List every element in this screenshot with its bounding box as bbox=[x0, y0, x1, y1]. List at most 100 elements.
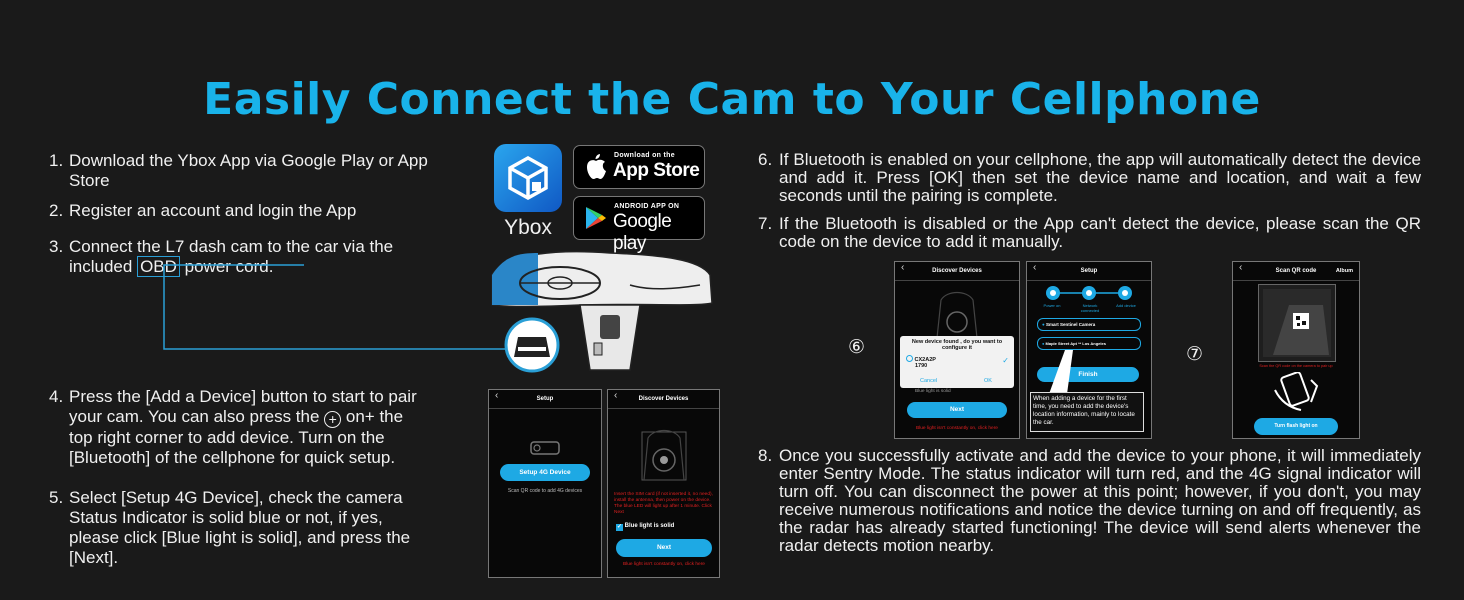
dashcam-icon bbox=[530, 441, 560, 455]
step-text: Connect the L7 dash cam to the car via t… bbox=[69, 237, 393, 277]
scan-phone-icon bbox=[1274, 372, 1319, 411]
car-dashboard-illustration bbox=[163, 250, 713, 373]
screen-title: Setup bbox=[489, 390, 601, 409]
screen-title: Discover Devices bbox=[895, 262, 1019, 281]
step-line: Register an account and login the App bbox=[69, 201, 357, 220]
circle-label-6: ⑥ bbox=[848, 337, 866, 358]
step-line: top right corner to add device. Turn on … bbox=[69, 428, 385, 447]
step-number: 8. bbox=[758, 446, 773, 465]
store-big-text: App Store bbox=[613, 160, 700, 181]
step-number: 4. bbox=[49, 387, 64, 406]
store-big-text: Google play bbox=[613, 211, 672, 254]
screen-title: Setup bbox=[1027, 262, 1151, 281]
back-arrow-icon[interactable]: ‹ bbox=[1239, 262, 1243, 273]
checkbox-label[interactable]: Blue light is solid bbox=[915, 389, 951, 394]
store-small-text: ANDROID APP ON bbox=[614, 203, 680, 210]
camera-device-icon bbox=[641, 429, 687, 481]
back-arrow-icon[interactable]: ‹ bbox=[1033, 262, 1037, 273]
radio-icon bbox=[906, 355, 913, 362]
step-text: If Bluetooth is enabled on your cellphon… bbox=[779, 150, 1421, 205]
phone-screen-discover: Discover Devices ‹ Insert the SIM card (… bbox=[607, 389, 720, 578]
step-number: 5. bbox=[49, 488, 64, 507]
step-2: 2. Register an account and login the App bbox=[49, 201, 489, 223]
back-arrow-icon[interactable]: ‹ bbox=[495, 390, 499, 401]
step-4: 4. Press the [Add a Device] button to st… bbox=[49, 387, 489, 469]
device-found-dialog: New device found , do you want to config… bbox=[900, 336, 1014, 388]
device-name-field[interactable]: ● Smart Sentinel Camera bbox=[1037, 318, 1141, 331]
step-number: 7. bbox=[758, 214, 773, 233]
cancel-button[interactable]: Cancel bbox=[920, 378, 938, 384]
checkbox-icon: ✓ bbox=[616, 524, 623, 531]
step-line: [Bluetooth] of the cellphone for quick s… bbox=[69, 448, 396, 467]
blue-light-checkbox[interactable]: ✓ Blue light is solid bbox=[616, 523, 674, 531]
step-line: Connect the L7 dash cam to the car via t… bbox=[69, 237, 394, 256]
store-small-text: Download on the bbox=[614, 152, 675, 159]
back-arrow-icon[interactable]: ‹ bbox=[901, 262, 905, 273]
plus-icon: + bbox=[324, 411, 342, 428]
step-line: Press the [Add a Device] button to start… bbox=[69, 387, 417, 406]
progress-steps bbox=[1046, 286, 1132, 300]
step-line: included OBD power cord. bbox=[69, 256, 274, 277]
step-line: Store bbox=[69, 171, 110, 190]
flash-light-button[interactable]: Turn flash light on bbox=[1254, 418, 1338, 435]
step-line: your cam. You can also press the + on+ t… bbox=[69, 407, 404, 428]
check-icon: ✓ bbox=[1002, 356, 1009, 365]
step-text: Once you successfully activate and add t… bbox=[779, 446, 1421, 555]
dialog-title: New device found , do you want to config… bbox=[911, 339, 1003, 351]
step-label: Add device bbox=[1116, 303, 1136, 308]
step-line: Select [Setup 4G Device], check the came… bbox=[69, 488, 403, 507]
step-number: 6. bbox=[758, 150, 773, 169]
back-arrow-icon[interactable]: ‹ bbox=[614, 390, 618, 401]
step-number: 2. bbox=[49, 201, 64, 220]
step-label: Power on bbox=[1043, 303, 1061, 308]
step-1: 1. Download the Ybox App via Google Play… bbox=[49, 151, 489, 193]
step-text: If the Bluetooth is disabled or the App … bbox=[779, 214, 1421, 251]
field-value: Smart Sentinel Camera bbox=[1045, 322, 1096, 327]
step-8: 8. Once you successfully activate and ad… bbox=[758, 447, 1424, 577]
step-label: Network connected bbox=[1080, 303, 1100, 313]
google-play-badge[interactable]: ANDROID APP ON Google play bbox=[573, 196, 705, 254]
screen-title: Scan QR code bbox=[1233, 262, 1359, 281]
apple-icon bbox=[587, 154, 606, 179]
setup-hint: Scan QR code to add 4G devices bbox=[507, 488, 583, 494]
device-id: CX2A2P bbox=[914, 357, 936, 363]
step-text: Register an account and login the App bbox=[69, 201, 356, 221]
callout-pointer bbox=[1049, 350, 1073, 394]
setup-4g-device-button[interactable]: Setup 4G Device bbox=[500, 464, 590, 481]
step-text: Download the Ybox App via Google Play or… bbox=[69, 151, 428, 191]
ybox-app-icon bbox=[494, 144, 562, 212]
next-button[interactable]: Next bbox=[616, 539, 712, 557]
qr-viewfinder bbox=[1258, 284, 1336, 362]
phone-screen-device-found: Discover Devices ‹ New device found , do… bbox=[894, 261, 1020, 439]
phone-screen-qr-scan: Scan QR code ‹ Album Scan the QR code on… bbox=[1232, 261, 1360, 439]
screen-title: Discover Devices bbox=[608, 390, 719, 409]
album-link[interactable]: Album bbox=[1335, 268, 1353, 274]
step-number: 1. bbox=[49, 151, 64, 170]
step-7: 7. If the Bluetooth is disabled or the A… bbox=[758, 215, 1424, 253]
step-number: 3. bbox=[49, 237, 64, 256]
phone-screen-setup: Setup ‹ Setup 4G Device Scan QR code to … bbox=[488, 389, 602, 578]
ok-button[interactable]: OK bbox=[984, 378, 992, 384]
page-title: Easily Connect the Cam to Your Cellphone bbox=[203, 74, 1261, 125]
google-play-icon bbox=[586, 207, 606, 229]
camera-device-icon bbox=[936, 291, 978, 338]
app-name: Ybox bbox=[504, 216, 552, 239]
app-store-badge[interactable]: Download on the App Store bbox=[573, 145, 705, 189]
obd-highlight: OBD bbox=[137, 256, 180, 277]
footer-link[interactable]: Blue light isn't constantly on, click he… bbox=[916, 426, 998, 431]
step-line: please click [Blue light is solid], and … bbox=[69, 528, 411, 547]
step-line: Status Indicator is solid blue or not, i… bbox=[69, 508, 383, 527]
device-number: 1790 bbox=[915, 363, 928, 369]
field-value: Maple Street Apt ** Los Angeles bbox=[1045, 341, 1106, 346]
step-6: 6. If Bluetooth is enabled on your cellp… bbox=[758, 151, 1424, 207]
circle-label-7: ⑦ bbox=[1186, 344, 1204, 365]
device-radio[interactable]: CX2A2P 1790 bbox=[906, 355, 936, 369]
next-button[interactable]: Next bbox=[907, 402, 1007, 418]
phone-screen-setup-location: Setup ‹ Power on Network connected Add d… bbox=[1026, 261, 1152, 439]
location-field[interactable]: ● Maple Street Apt ** Los Angeles bbox=[1037, 337, 1141, 350]
dashcam-qr-icon bbox=[1263, 289, 1331, 357]
step-text: Select [Setup 4G Device], check the came… bbox=[69, 488, 410, 568]
footer-link[interactable]: Blue light isn't constantly on, click he… bbox=[623, 562, 705, 567]
scan-instruction: Scan the QR code on the camera to pair u… bbox=[1259, 364, 1333, 368]
step-line: Download the Ybox App via Google Play or… bbox=[69, 151, 428, 170]
